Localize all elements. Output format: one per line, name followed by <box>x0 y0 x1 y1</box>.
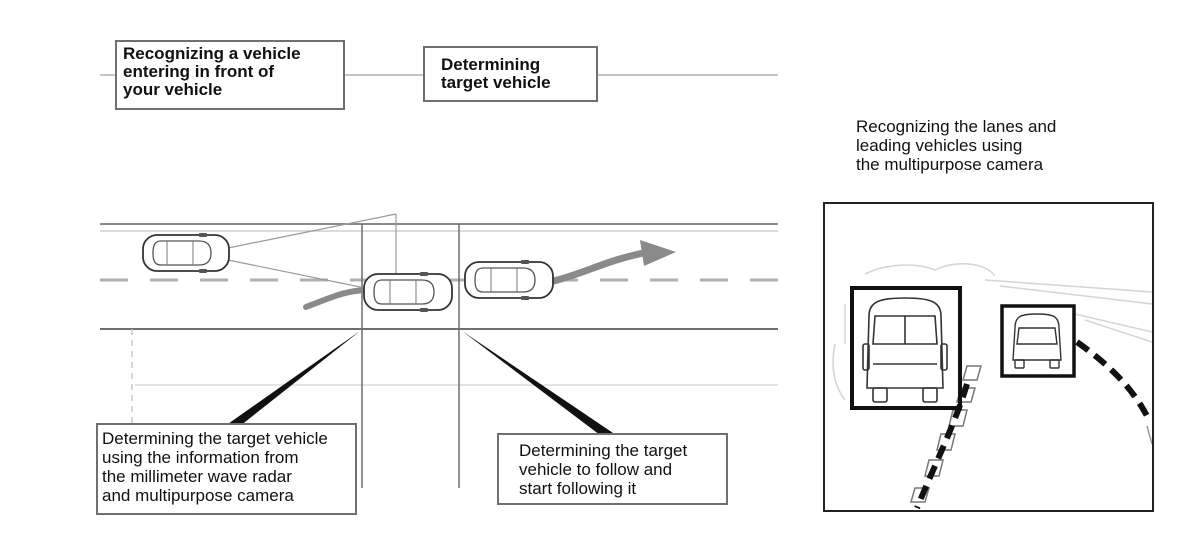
camera-caption: Recognizing the lanes and leading vehicl… <box>856 117 1057 174</box>
step-recognizing-entering-vehicle: Recognizing a vehicle entering in front … <box>115 40 345 110</box>
road <box>100 223 778 488</box>
callout-follow-target: Determining the target vehicle to follow… <box>497 433 728 505</box>
lane-marking-right-outline <box>1146 425 1153 445</box>
camera-scenery <box>832 263 1153 401</box>
detection-box-far <box>1000 304 1076 378</box>
camera-view-panel <box>823 202 1154 512</box>
lane-marking-right-dashed <box>1075 339 1150 418</box>
cut-in-vehicle <box>363 272 453 312</box>
detection-box-near <box>850 286 962 410</box>
far-vehicle-icon <box>1012 313 1062 369</box>
near-vehicle-icon <box>862 297 948 403</box>
target-vehicle <box>464 260 554 300</box>
callout-pointer-right <box>462 331 616 435</box>
callout-pointer-left <box>225 331 360 426</box>
callout-radar-camera: Determining the target vehicle using the… <box>96 423 357 515</box>
step-determining-target-vehicle: Determining target vehicle <box>423 46 598 102</box>
own-vehicle <box>142 233 230 273</box>
lane-marking-left-dashed <box>914 383 970 510</box>
camera-view-scene <box>832 263 1153 510</box>
